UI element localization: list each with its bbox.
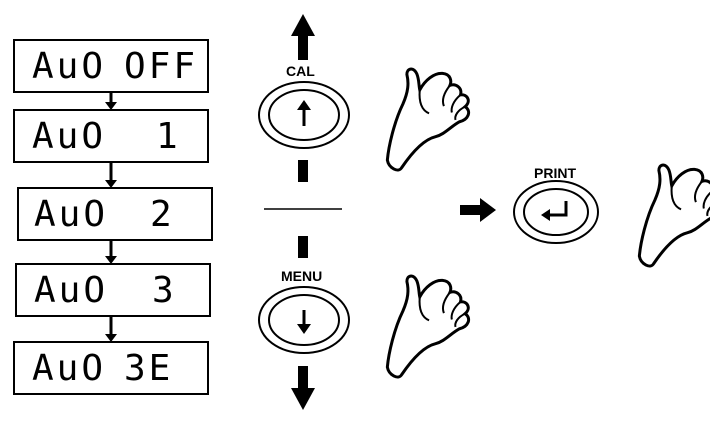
display-4-left: AuO [32,348,106,389]
print-button-label: PRINT [534,165,576,181]
down-arrow-icon [297,310,311,334]
flow-arrow-2 [105,162,117,188]
up-direction-arrow [291,14,315,60]
cal-button[interactable]: CAL [258,63,350,149]
display-4: AuO 3E [13,341,209,395]
menu-button[interactable]: MENU [258,268,350,354]
right-direction-arrow [460,198,496,222]
up-arrow-icon [297,100,311,126]
hand-pointer-icon-menu [348,257,479,384]
display-1: AuO 1 [13,109,209,163]
flow-arrow-3 [105,240,117,264]
cal-button-label: CAL [286,63,315,79]
display-1-left: AuO [32,116,106,157]
display-0: AuO OFF [13,39,209,93]
flow-arrow-4 [105,316,117,342]
dash-upper [298,160,308,182]
hand-pointer-icon-cal [348,50,479,177]
dash-lower [298,236,308,258]
hand-pointer-icon-print [600,146,710,273]
enter-arrow-icon [541,201,568,221]
flow-arrow-1 [105,92,117,110]
display-2-right: 2 [150,194,175,235]
down-direction-arrow [291,366,315,410]
display-3: AuO 3 [15,263,211,317]
display-1-right: 1 [156,116,181,157]
print-button[interactable]: PRINT [513,165,599,244]
display-0-left: AuO [32,46,106,87]
display-2: AuO 2 [17,187,213,241]
display-3-right: 3 [152,270,177,311]
display-0-right: OFF [124,46,198,87]
display-2-left: AuO [34,194,108,235]
display-4-right: 3E [124,348,173,389]
display-3-left: AuO [34,270,108,311]
menu-button-label: MENU [281,268,322,284]
